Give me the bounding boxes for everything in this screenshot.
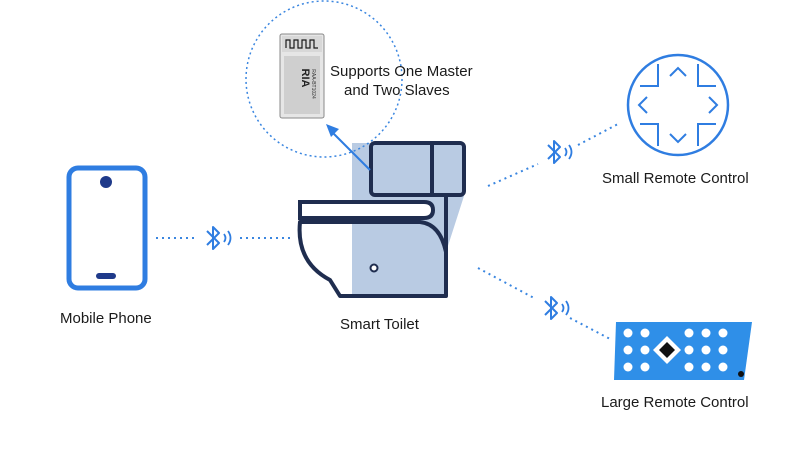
large-remote-label: Large Remote Control [601, 394, 749, 411]
module-chip-brand: RIA [299, 69, 311, 88]
module-pointer-arrow [329, 129, 371, 171]
small-remote-label: Small Remote Control [602, 170, 749, 187]
module-caption: Supports One Master and Two Slaves [330, 62, 473, 100]
module-caption-line2: and Two Slaves [344, 82, 450, 99]
small-remote-icon [626, 53, 730, 157]
large-remote-icon [614, 322, 752, 380]
bluetooth-icon [544, 296, 570, 320]
bluetooth-icon [206, 226, 232, 250]
module-caption-line1: Supports One Master [330, 63, 473, 80]
smart-toilet-icon [297, 141, 466, 298]
module-chip-model: RAA-BT1024 [310, 69, 316, 99]
toilet-label: Smart Toilet [340, 316, 419, 333]
link-toilet-small-remote-a [487, 163, 539, 187]
bluetooth-module-chip: RIA RAA-BT1024 [279, 33, 325, 119]
phone-label: Mobile Phone [60, 310, 152, 327]
link-toilet-large-remote-b [569, 317, 613, 341]
module-callout-circle [245, 0, 403, 158]
link-toilet-small-remote-b [577, 123, 619, 146]
bluetooth-icon [547, 140, 573, 164]
module-pointer-arrowhead [326, 124, 339, 137]
link-toilet-large-remote-a [477, 267, 535, 299]
mobile-phone-icon [66, 165, 148, 291]
